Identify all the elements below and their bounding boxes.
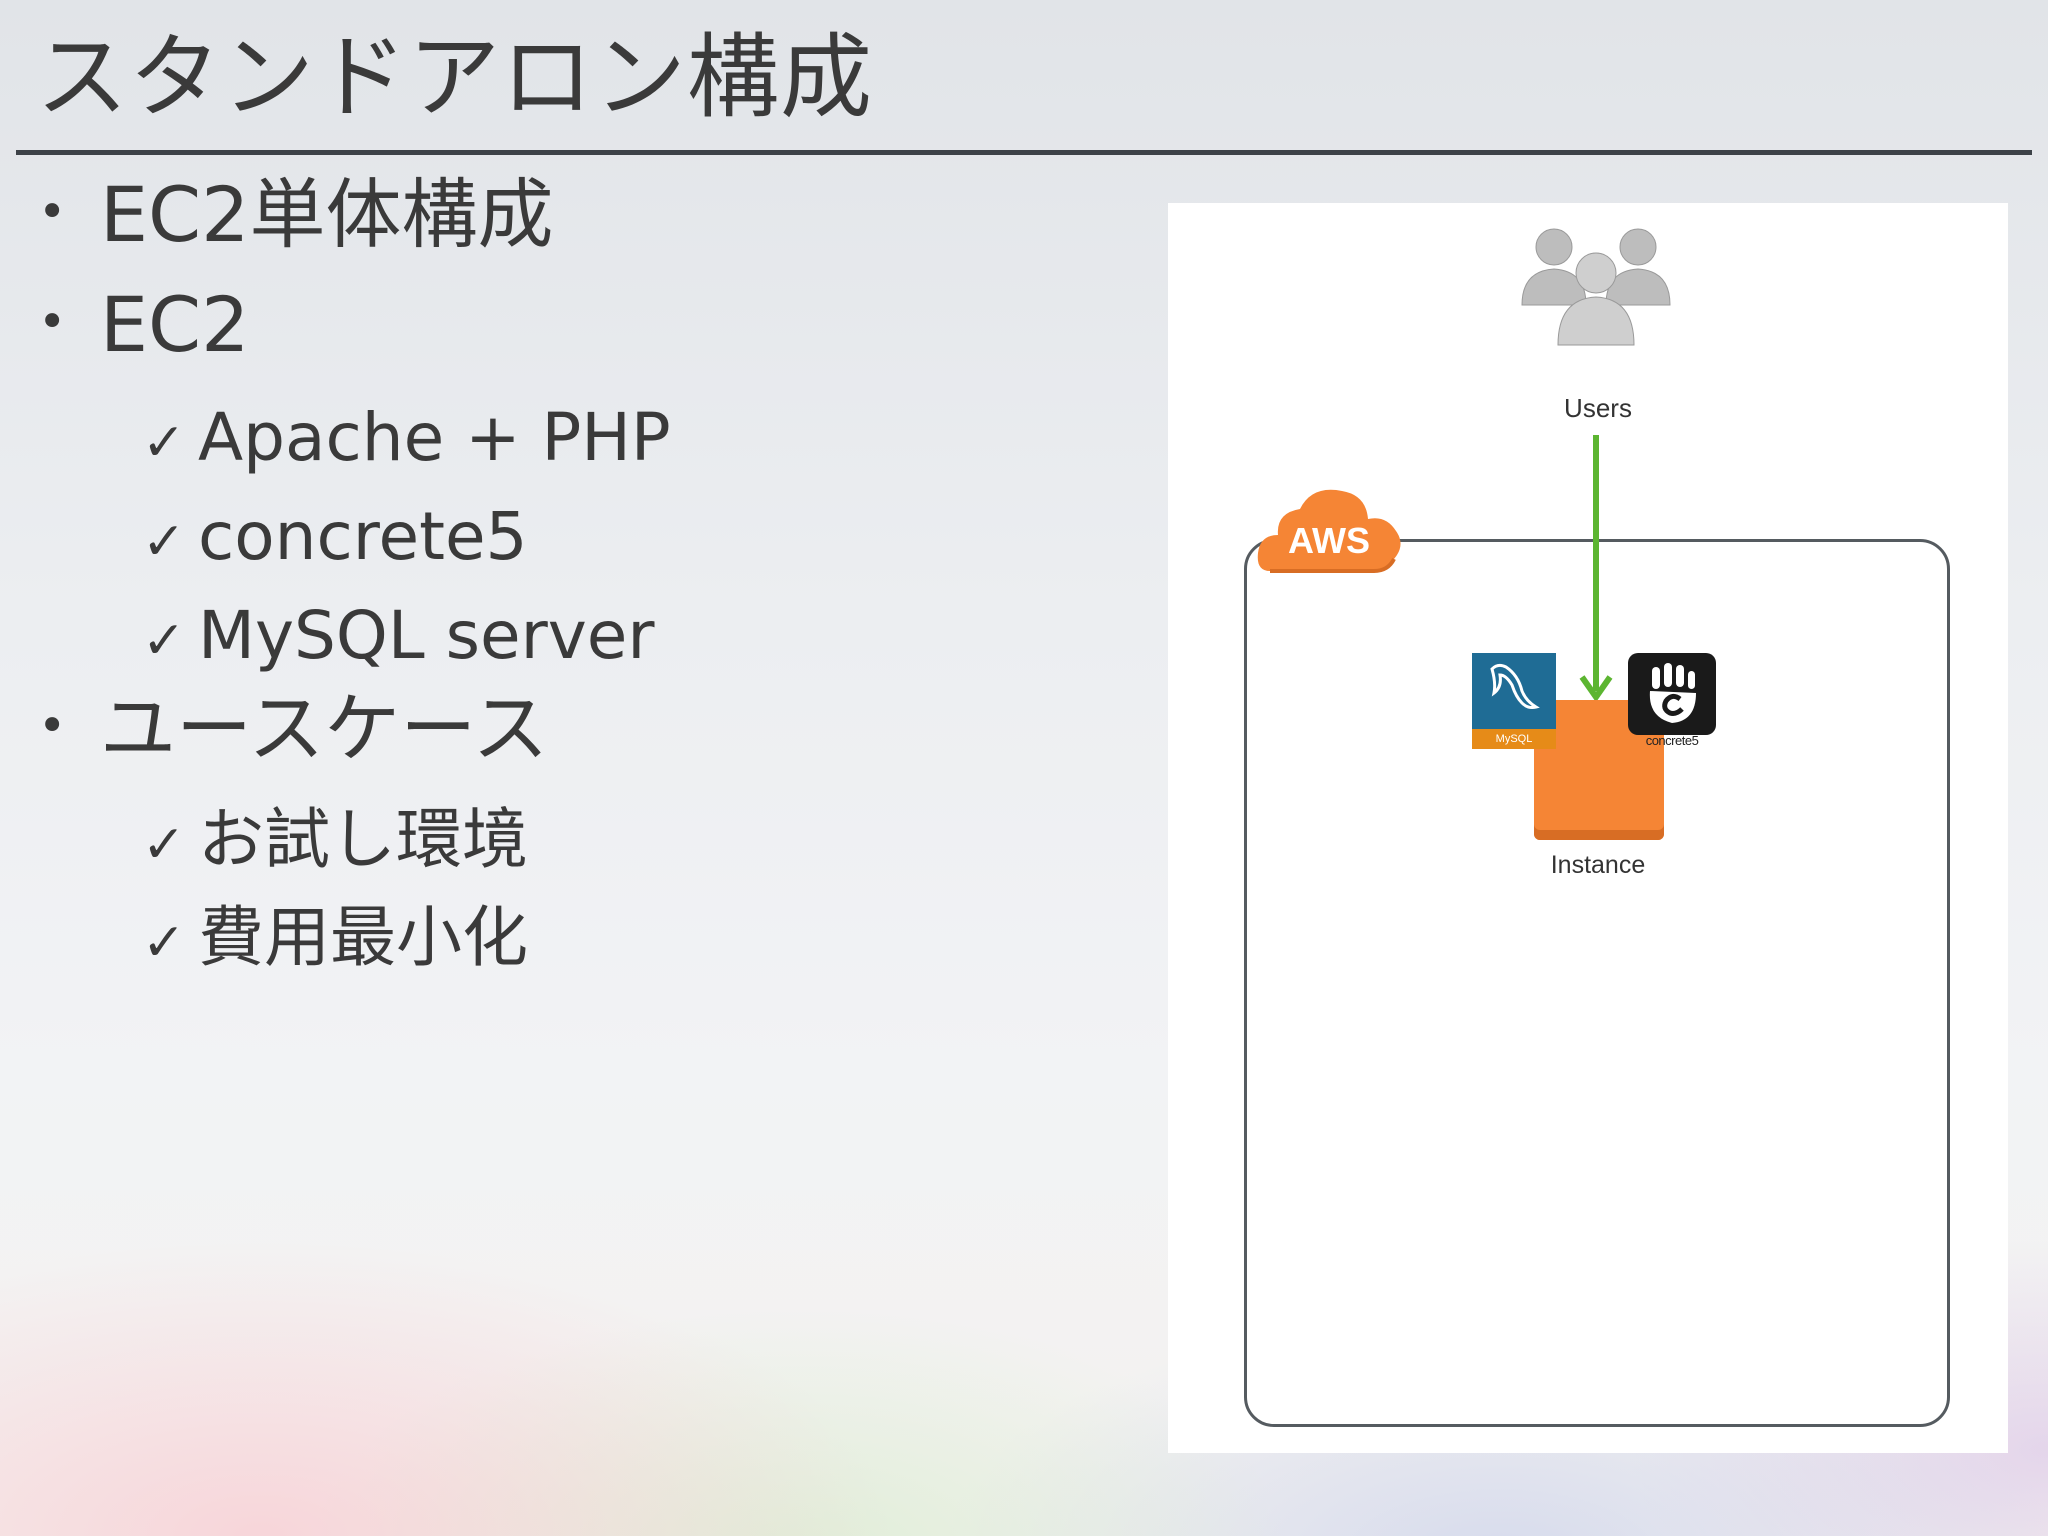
bullet-item: • EC2 [38, 280, 249, 375]
instance-label: Instance [1550, 851, 1646, 879]
checkmark-icon: ✓ [142, 611, 186, 671]
sub-bullet-text: Apache + PHP [198, 399, 671, 476]
mysql-logo: MySQL [1472, 653, 1556, 749]
sub-bullet-item: ✓MySQL server [142, 596, 655, 681]
sub-bullet-item: ✓お試し環境 [142, 800, 528, 885]
dolphin-icon [1490, 663, 1540, 709]
architecture-diagram: Users AWS Instance MySQL concrete5 [1168, 203, 2008, 1453]
bullet-text: ユースケース [100, 684, 549, 773]
bullet-item: • EC2単体構成 [38, 170, 553, 265]
checkmark-icon: ✓ [142, 512, 186, 572]
bullet-text: EC2 [100, 280, 250, 369]
users-icon [1521, 228, 1671, 346]
sub-bullet-text: MySQL server [198, 597, 655, 674]
sub-bullet-item: ✓費用最小化 [142, 898, 528, 983]
concrete5-logo [1628, 653, 1716, 735]
bullet-text: EC2単体構成 [100, 170, 554, 259]
aws-cloud-icon: AWS [1257, 489, 1401, 573]
slide-title: スタンドアロン構成 [36, 24, 874, 131]
bullet-item: • ユースケース [38, 684, 548, 779]
bullet-marker: • [38, 184, 67, 240]
bullet-marker: • [38, 698, 67, 754]
sub-bullet-text: 費用最小化 [198, 899, 528, 976]
checkmark-icon: ✓ [142, 413, 186, 473]
concrete5-label: concrete5 [1645, 733, 1699, 748]
sub-bullet-item: ✓Apache + PHP [142, 398, 671, 483]
title-divider [16, 150, 2032, 155]
checkmark-icon: ✓ [142, 913, 186, 973]
sub-bullet-item: ✓concrete5 [142, 497, 528, 582]
bullet-marker: • [38, 294, 67, 350]
mysql-label: MySQL [1472, 729, 1556, 749]
checkmark-icon: ✓ [142, 815, 186, 875]
request-arrow [1579, 435, 1613, 703]
sub-bullet-text: concrete5 [198, 498, 528, 575]
sub-bullet-text: お試し環境 [198, 801, 528, 878]
users-label: Users [1564, 393, 1632, 423]
aws-cloud-label: AWS [1288, 520, 1370, 561]
hand-icon [1649, 663, 1696, 723]
